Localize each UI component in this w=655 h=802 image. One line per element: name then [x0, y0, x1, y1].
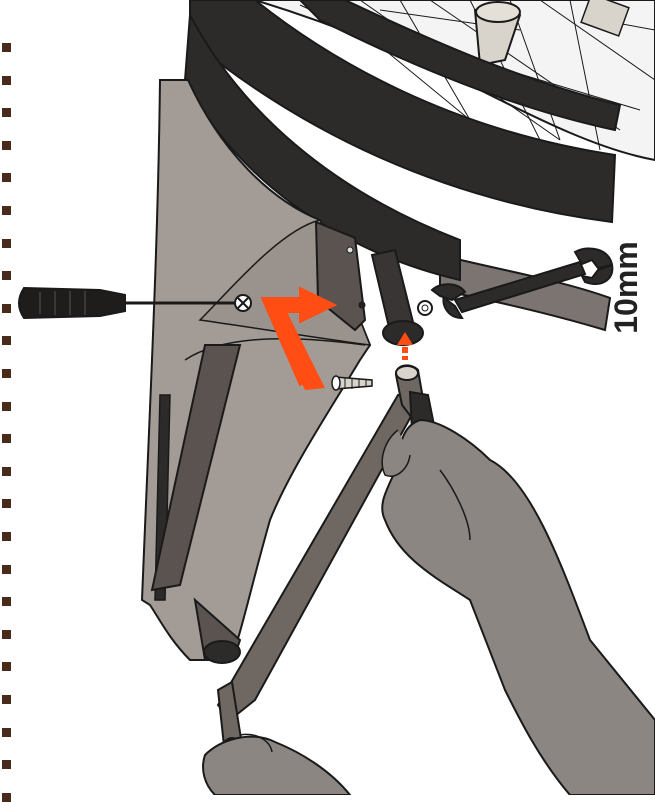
nut-icon — [418, 301, 432, 315]
wrench-size-text: 10mm — [608, 241, 645, 334]
wrench-size-label: 10mm — [596, 232, 655, 342]
hand-left — [203, 737, 350, 795]
screw-icon — [332, 376, 372, 390]
bolt-icon — [235, 295, 251, 311]
hand-right — [382, 420, 655, 795]
